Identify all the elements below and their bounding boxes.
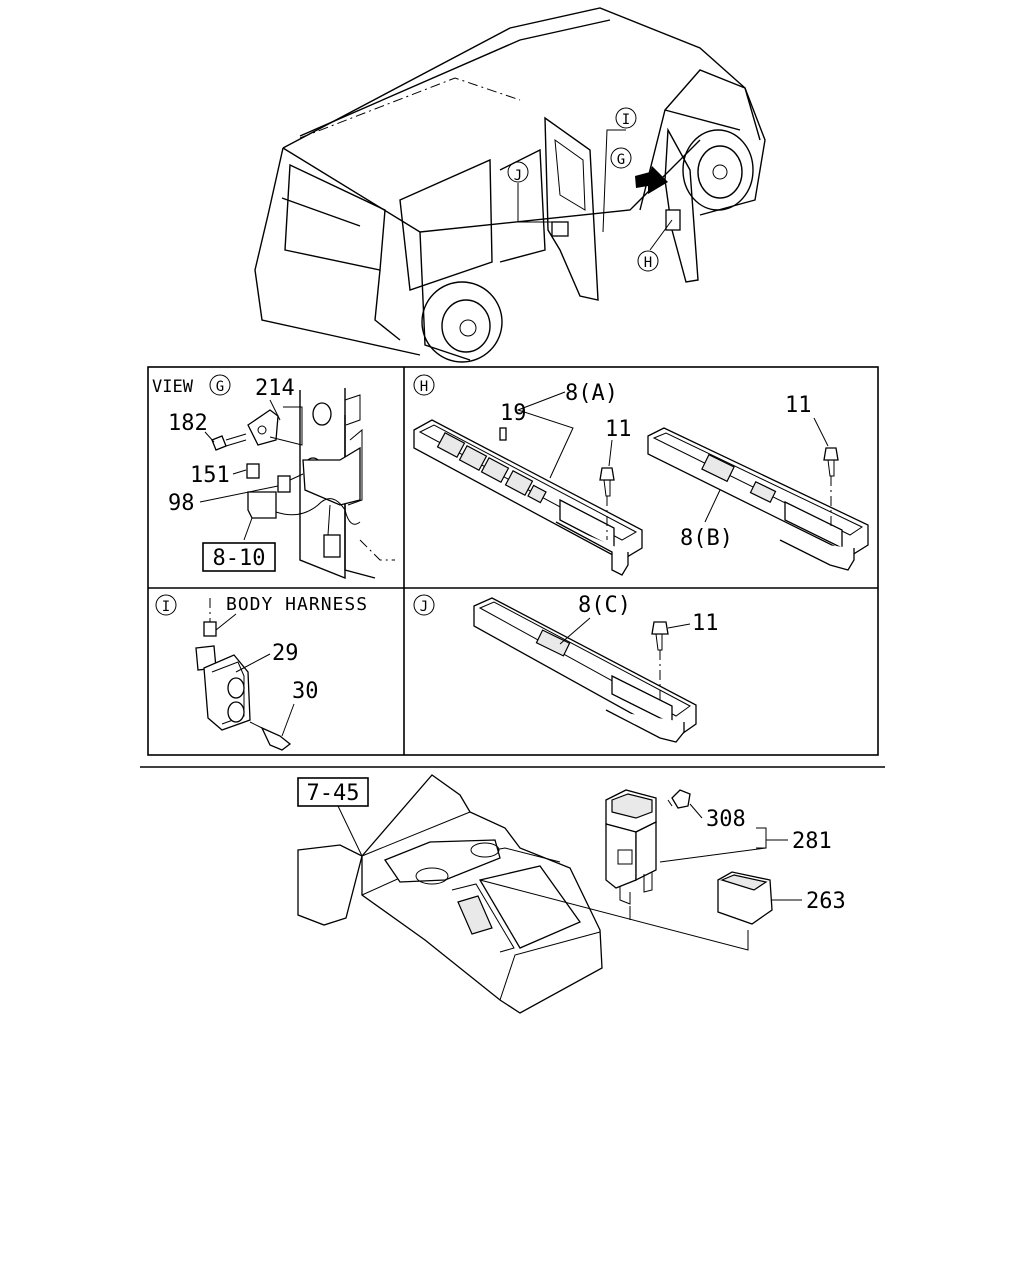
svg-text:H: H [644, 255, 652, 271]
panel-view-i: I BODY HARNESS 29 30 [155, 594, 368, 751]
body-harness-label: BODY HARNESS [226, 594, 368, 615]
part-30-label: 30 [292, 679, 319, 704]
panel-view-h: H 8(A) 19 11 8(B) 11 [413, 374, 869, 576]
part-281-label: 281 [792, 829, 832, 854]
part-11-h2-label: 11 [785, 393, 812, 418]
van-overview [254, 7, 766, 363]
svg-text:I: I [622, 112, 630, 128]
callout-j-van: J [507, 161, 529, 184]
part-151-label: 151 [190, 463, 230, 488]
part-8c-label: 8(C) [578, 593, 631, 618]
part-98-label: 98 [168, 491, 195, 516]
part-29-label: 29 [272, 641, 299, 666]
part-182-label: 182 [168, 411, 208, 436]
part-263-label: 263 [806, 889, 846, 914]
callout-h-van: H [637, 250, 659, 272]
callout-i-van: I [615, 107, 637, 129]
detail-grid [147, 366, 879, 756]
part-8b-label: 8(B) [680, 526, 733, 551]
part-8a-label: 8(A) [565, 381, 618, 406]
part-214-label: 214 [255, 376, 295, 401]
svg-text:H: H [420, 379, 428, 395]
svg-text:J: J [514, 168, 522, 184]
svg-text:G: G [617, 152, 625, 168]
ref-8-10-label: 8-10 [213, 546, 266, 571]
part-11-j-label: 11 [692, 611, 719, 636]
part-308-label: 308 [706, 807, 746, 832]
svg-text:G: G [216, 379, 224, 395]
panel-view-j: J 8(C) 11 [413, 593, 719, 743]
svg-text:J: J [420, 599, 428, 615]
panel-view-g: VIEW G 214 182 151 98 [152, 374, 395, 580]
view-g-label: VIEW [152, 377, 194, 397]
svg-text:I: I [162, 599, 170, 615]
callout-g-van: G [610, 147, 632, 169]
part-19-label: 19 [500, 401, 527, 426]
part-11-h1-label: 11 [605, 417, 632, 442]
ref-7-45-label: 7-45 [307, 781, 360, 806]
console-section: 7-45 308 281 263 [297, 774, 846, 1014]
